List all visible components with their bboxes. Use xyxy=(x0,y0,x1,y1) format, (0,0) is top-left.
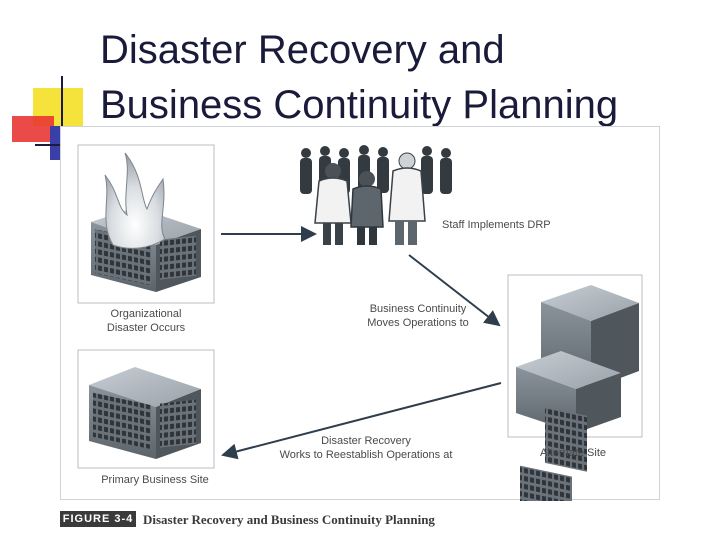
alternate-site-label: Alternate Site xyxy=(540,447,606,459)
red-accent-square xyxy=(12,116,54,142)
figure-tag: FIGURE 3-4 xyxy=(60,511,136,527)
staff-group-illustration xyxy=(300,145,452,245)
disaster-label-line-2: Disaster Occurs xyxy=(107,322,186,334)
dr-bc-diagram: Staff Implements DRP Organizational Disa… xyxy=(77,144,643,501)
staff-label: Staff Implements DRP xyxy=(442,219,551,231)
slide-title-line-2: Business Continuity Planning xyxy=(100,83,619,127)
figure-caption: Disaster Recovery and Business Continuit… xyxy=(143,512,435,527)
alternate-site-building-illustration xyxy=(507,274,643,501)
primary-site-label: Primary Business Site xyxy=(101,474,209,486)
fire-icon xyxy=(104,152,166,249)
business-continuity-label-line-1: Business Continuity xyxy=(370,303,467,315)
figure-panel: Staff Implements DRP Organizational Disa… xyxy=(60,126,660,501)
burning-building-illustration xyxy=(77,144,215,304)
slide-title-line-1: Disaster Recovery and xyxy=(100,28,505,72)
disaster-recovery-label-line-1: Disaster Recovery xyxy=(321,435,411,447)
disaster-recovery-label-line-2: Works to Reestablish Operations at xyxy=(280,449,453,461)
primary-site-building-illustration xyxy=(77,349,215,469)
business-continuity-label-line-2: Moves Operations to xyxy=(367,317,469,329)
staff-to-alternate-arrow xyxy=(408,254,501,327)
disaster-label-line-1: Organizational xyxy=(111,308,182,320)
alternate-to-primary-arrow xyxy=(221,382,502,460)
